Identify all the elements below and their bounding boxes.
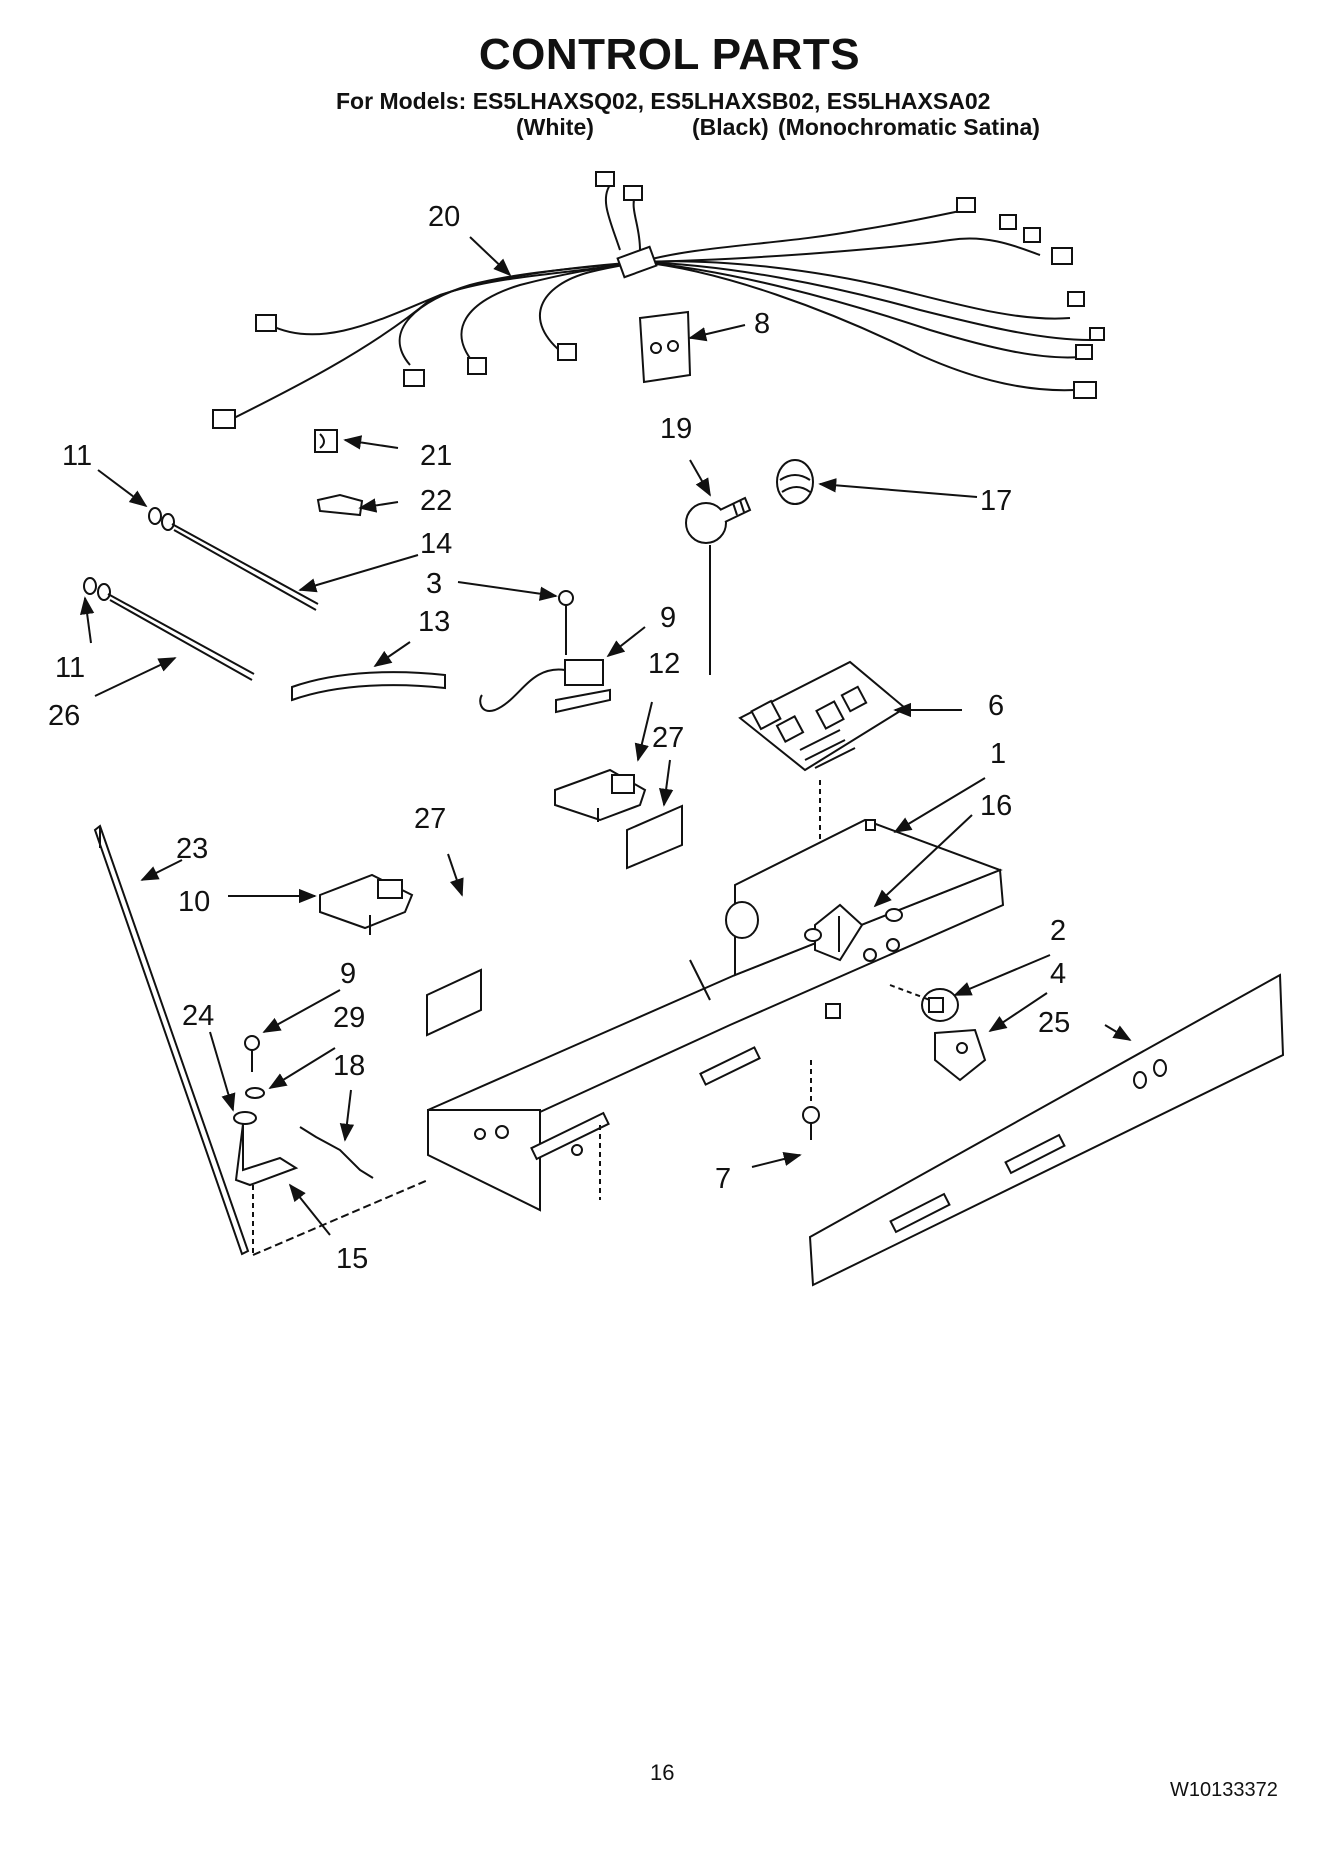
callout-label-7: 7 — [715, 1163, 731, 1195]
control-board — [738, 660, 907, 900]
drain-tubes — [83, 507, 446, 702]
mounting-screw — [802, 1060, 820, 1140]
callout-label-26: 26 — [48, 700, 80, 732]
callout-label-12: 12 — [648, 648, 680, 680]
callout-label-11a: 11 — [62, 440, 92, 472]
callout-labels: 20 8 21 19 17 11 22 14 3 9 13 11 12 26 6… — [48, 201, 1070, 1275]
document-number: W10133372 — [1170, 1779, 1278, 1801]
callout-label-18: 18 — [333, 1050, 365, 1082]
callout-label-9b: 9 — [340, 958, 356, 990]
variant-satina-label: (Monochromatic Satina) — [778, 114, 1040, 140]
callout-label-23: 23 — [176, 833, 208, 865]
callout-leaders — [80, 236, 1132, 1236]
callout-label-8: 8 — [754, 308, 770, 340]
callout-label-20: 20 — [428, 201, 460, 233]
screw-and-switch — [479, 590, 611, 714]
callout-label-29: 29 — [333, 1002, 365, 1034]
callout-label-17: 17 — [980, 485, 1012, 517]
callout-label-4: 4 — [1050, 958, 1066, 990]
callout-label-16: 16 — [980, 790, 1012, 822]
page-number: 16 — [650, 1760, 675, 1785]
callout-label-24: 24 — [182, 1000, 214, 1032]
variant-white-label: (White) — [516, 114, 594, 140]
small-clips — [314, 429, 364, 517]
callout-label-1: 1 — [990, 738, 1006, 770]
callout-label-14: 14 — [420, 528, 452, 560]
label-stickers — [426, 804, 683, 1037]
callout-label-27a: 27 — [652, 722, 684, 754]
control-housing — [426, 818, 1005, 1212]
foam-block — [638, 310, 692, 384]
brackets — [319, 768, 647, 935]
variant-black-label: (Black) — [692, 114, 769, 140]
callout-label-2: 2 — [1050, 915, 1066, 947]
callout-label-25: 25 — [1038, 1007, 1070, 1039]
callout-label-13: 13 — [418, 606, 450, 638]
knob-and-switch — [889, 984, 987, 1082]
wiring-harness — [212, 171, 1105, 429]
page-title: CONTROL PARTS — [478, 30, 861, 79]
lower-hardware — [233, 1035, 429, 1256]
models-line: For Models: ES5LHAXSQ02, ES5LHAXSB02, ES… — [336, 88, 991, 114]
callout-label-6: 6 — [988, 690, 1004, 722]
front-trim-panel — [808, 973, 1285, 1287]
callout-label-10: 10 — [178, 886, 210, 918]
callout-label-15: 15 — [336, 1243, 368, 1275]
callout-label-19: 19 — [660, 413, 692, 445]
callout-label-9a: 9 — [660, 602, 676, 634]
trim-strip — [93, 824, 250, 1256]
light-bulb-and-socket — [685, 459, 814, 675]
callout-label-21: 21 — [420, 440, 452, 472]
callout-label-27b: 27 — [414, 803, 446, 835]
callout-label-22: 22 — [420, 485, 452, 517]
callout-label-11b: 11 — [55, 652, 85, 684]
callout-label-3: 3 — [426, 568, 442, 600]
